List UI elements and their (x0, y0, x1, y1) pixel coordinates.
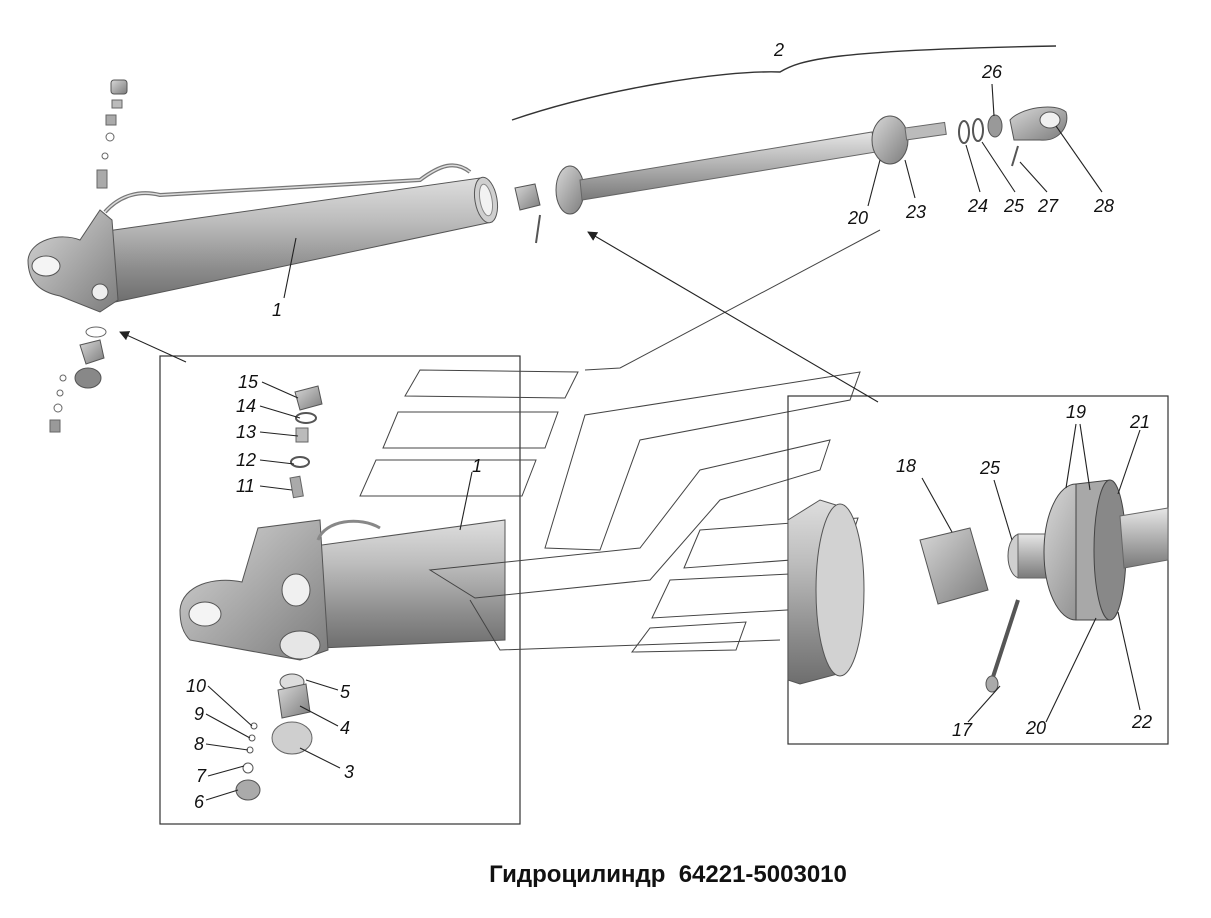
callout-9: 9 (194, 704, 204, 724)
callout-25-detail: 25 (979, 458, 1001, 478)
callout-17: 17 (952, 720, 973, 740)
callout-8: 8 (194, 734, 204, 754)
callout-21: 21 (1129, 412, 1150, 432)
callout-6: 6 (194, 792, 205, 812)
callout-28: 28 (1093, 196, 1114, 216)
callout-23: 23 (905, 202, 926, 222)
callout-1-detail: 1 (472, 456, 482, 476)
callout-11: 11 (236, 476, 255, 496)
callout-2: 2 (773, 40, 784, 60)
callout-1-top: 1 (272, 300, 282, 320)
callout-3: 3 (344, 762, 354, 782)
callout-5: 5 (340, 682, 351, 702)
callout-25-top: 25 (1003, 196, 1025, 216)
callout-14: 14 (236, 396, 256, 416)
detail-frame-left (159, 355, 521, 825)
top-fittings (96, 79, 128, 189)
cylinder-head-detail (179, 385, 506, 801)
callout-13: 13 (236, 422, 256, 442)
bottom-fittings (49, 326, 107, 433)
piston-detail (787, 479, 1169, 693)
callout-4: 4 (340, 718, 350, 738)
leader-lines (205, 83, 1141, 801)
callout-20-detail: 20 (1025, 718, 1046, 738)
callout-27: 27 (1037, 196, 1059, 216)
callout-19: 19 (1066, 402, 1086, 422)
callout-10: 10 (186, 676, 206, 696)
piston-rod-assembly (511, 45, 1068, 244)
callout-12: 12 (236, 450, 256, 470)
arrows (119, 231, 879, 403)
callout-15: 15 (238, 372, 259, 392)
callout-26: 26 (981, 62, 1003, 82)
callout-20-top: 20 (847, 208, 868, 228)
diagram-title: Гидроцилиндр 64221-5003010 (489, 861, 847, 888)
callout-22: 22 (1131, 712, 1152, 732)
callout-7: 7 (196, 766, 207, 786)
cylinder-body-assembly (27, 79, 499, 433)
callout-24: 24 (967, 196, 988, 216)
callout-labels: 1 2 20 23 24 25 26 27 28 15 14 13 12 11 … (186, 40, 1152, 812)
callout-18: 18 (896, 456, 916, 476)
